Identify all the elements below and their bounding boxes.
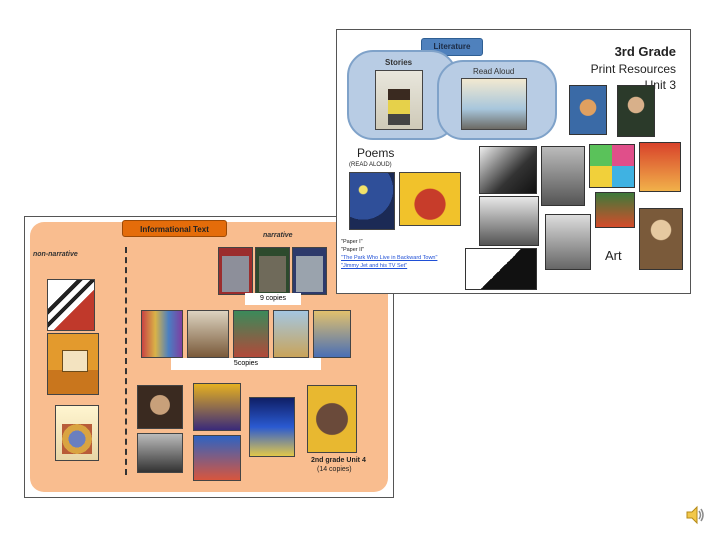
slide-title-line1: 3rd Grade: [614, 44, 676, 59]
informational-text-slide: Informational Text narrative non-narrati…: [24, 216, 394, 498]
dashed-divider: [125, 247, 127, 475]
art-photo-colorful-figure: [595, 192, 635, 228]
book-stories-cover: [375, 70, 423, 130]
poems-note: (READ ALOUD): [349, 162, 392, 168]
art-photo-red-painting: [639, 142, 681, 192]
book-art-4: [273, 310, 309, 358]
informational-header-label: Informational Text: [140, 225, 209, 234]
book-art-1: [141, 310, 183, 358]
art-photo-lady: [617, 85, 655, 137]
speaker-icon[interactable]: [684, 504, 706, 526]
five-copies-label: 5copies: [171, 358, 321, 370]
stories-label: Stories: [385, 58, 413, 67]
book-narrative-1: [218, 247, 253, 295]
book-poems-starry: [349, 172, 395, 230]
art-photo-couple: [545, 214, 591, 270]
book-bio-6: [193, 435, 241, 481]
book-narrative-2: [255, 247, 290, 295]
book-bio-1: [137, 385, 183, 429]
book-art-5: [313, 310, 351, 358]
narrative-label: narrative: [263, 232, 293, 239]
book-bio-4: [307, 385, 357, 453]
book-read-aloud-cover: [461, 78, 527, 130]
book-bio-3: [249, 397, 295, 457]
poem-line-2: "Paper II": [341, 247, 365, 253]
poems-label: Poems: [357, 146, 395, 160]
book-illustrated-cover: [55, 405, 99, 461]
book-art-3: [233, 310, 269, 358]
non-narrative-label: non-narrative: [33, 251, 78, 258]
grade-note-line1: 2nd grade Unit 4: [311, 457, 366, 464]
informational-header: Informational Text: [122, 220, 227, 237]
slide-title-line2: Print Resources: [590, 62, 676, 76]
book-house-cover: [47, 333, 99, 395]
read-aloud-label: Read Aloud: [473, 67, 515, 76]
art-photo-trumpet: [479, 196, 539, 246]
poem-link-1[interactable]: "The Park Who Live in Backward Town": [341, 255, 438, 261]
literature-header-label: Literature: [433, 42, 471, 51]
poem-link-2[interactable]: "Jimmy Jet and his TV Set": [341, 263, 408, 269]
art-photo-pop-grid: [589, 144, 635, 188]
poem-line-1: "Paper I": [341, 239, 363, 245]
book-art-2: [187, 310, 229, 358]
grade-note-line2: (14 copies): [317, 466, 352, 473]
art-photo-dancer: [479, 146, 537, 194]
nine-copies-label: 9 copies: [245, 293, 301, 305]
book-bio-2: [193, 383, 241, 431]
book-poems-red: [399, 172, 461, 226]
book-narrative-3: [292, 247, 327, 295]
book-bio-5: [137, 433, 183, 473]
book-zebra-cover: [47, 279, 95, 331]
art-photo-old-man: [639, 208, 683, 270]
art-photo-man-suit: [541, 146, 585, 206]
art-photo-piano: [465, 248, 537, 290]
art-photo-van-gogh: [569, 85, 607, 135]
literature-slide: 3rd Grade Print Resources Unit 3 Literat…: [336, 29, 691, 294]
art-label: Art: [605, 248, 622, 263]
